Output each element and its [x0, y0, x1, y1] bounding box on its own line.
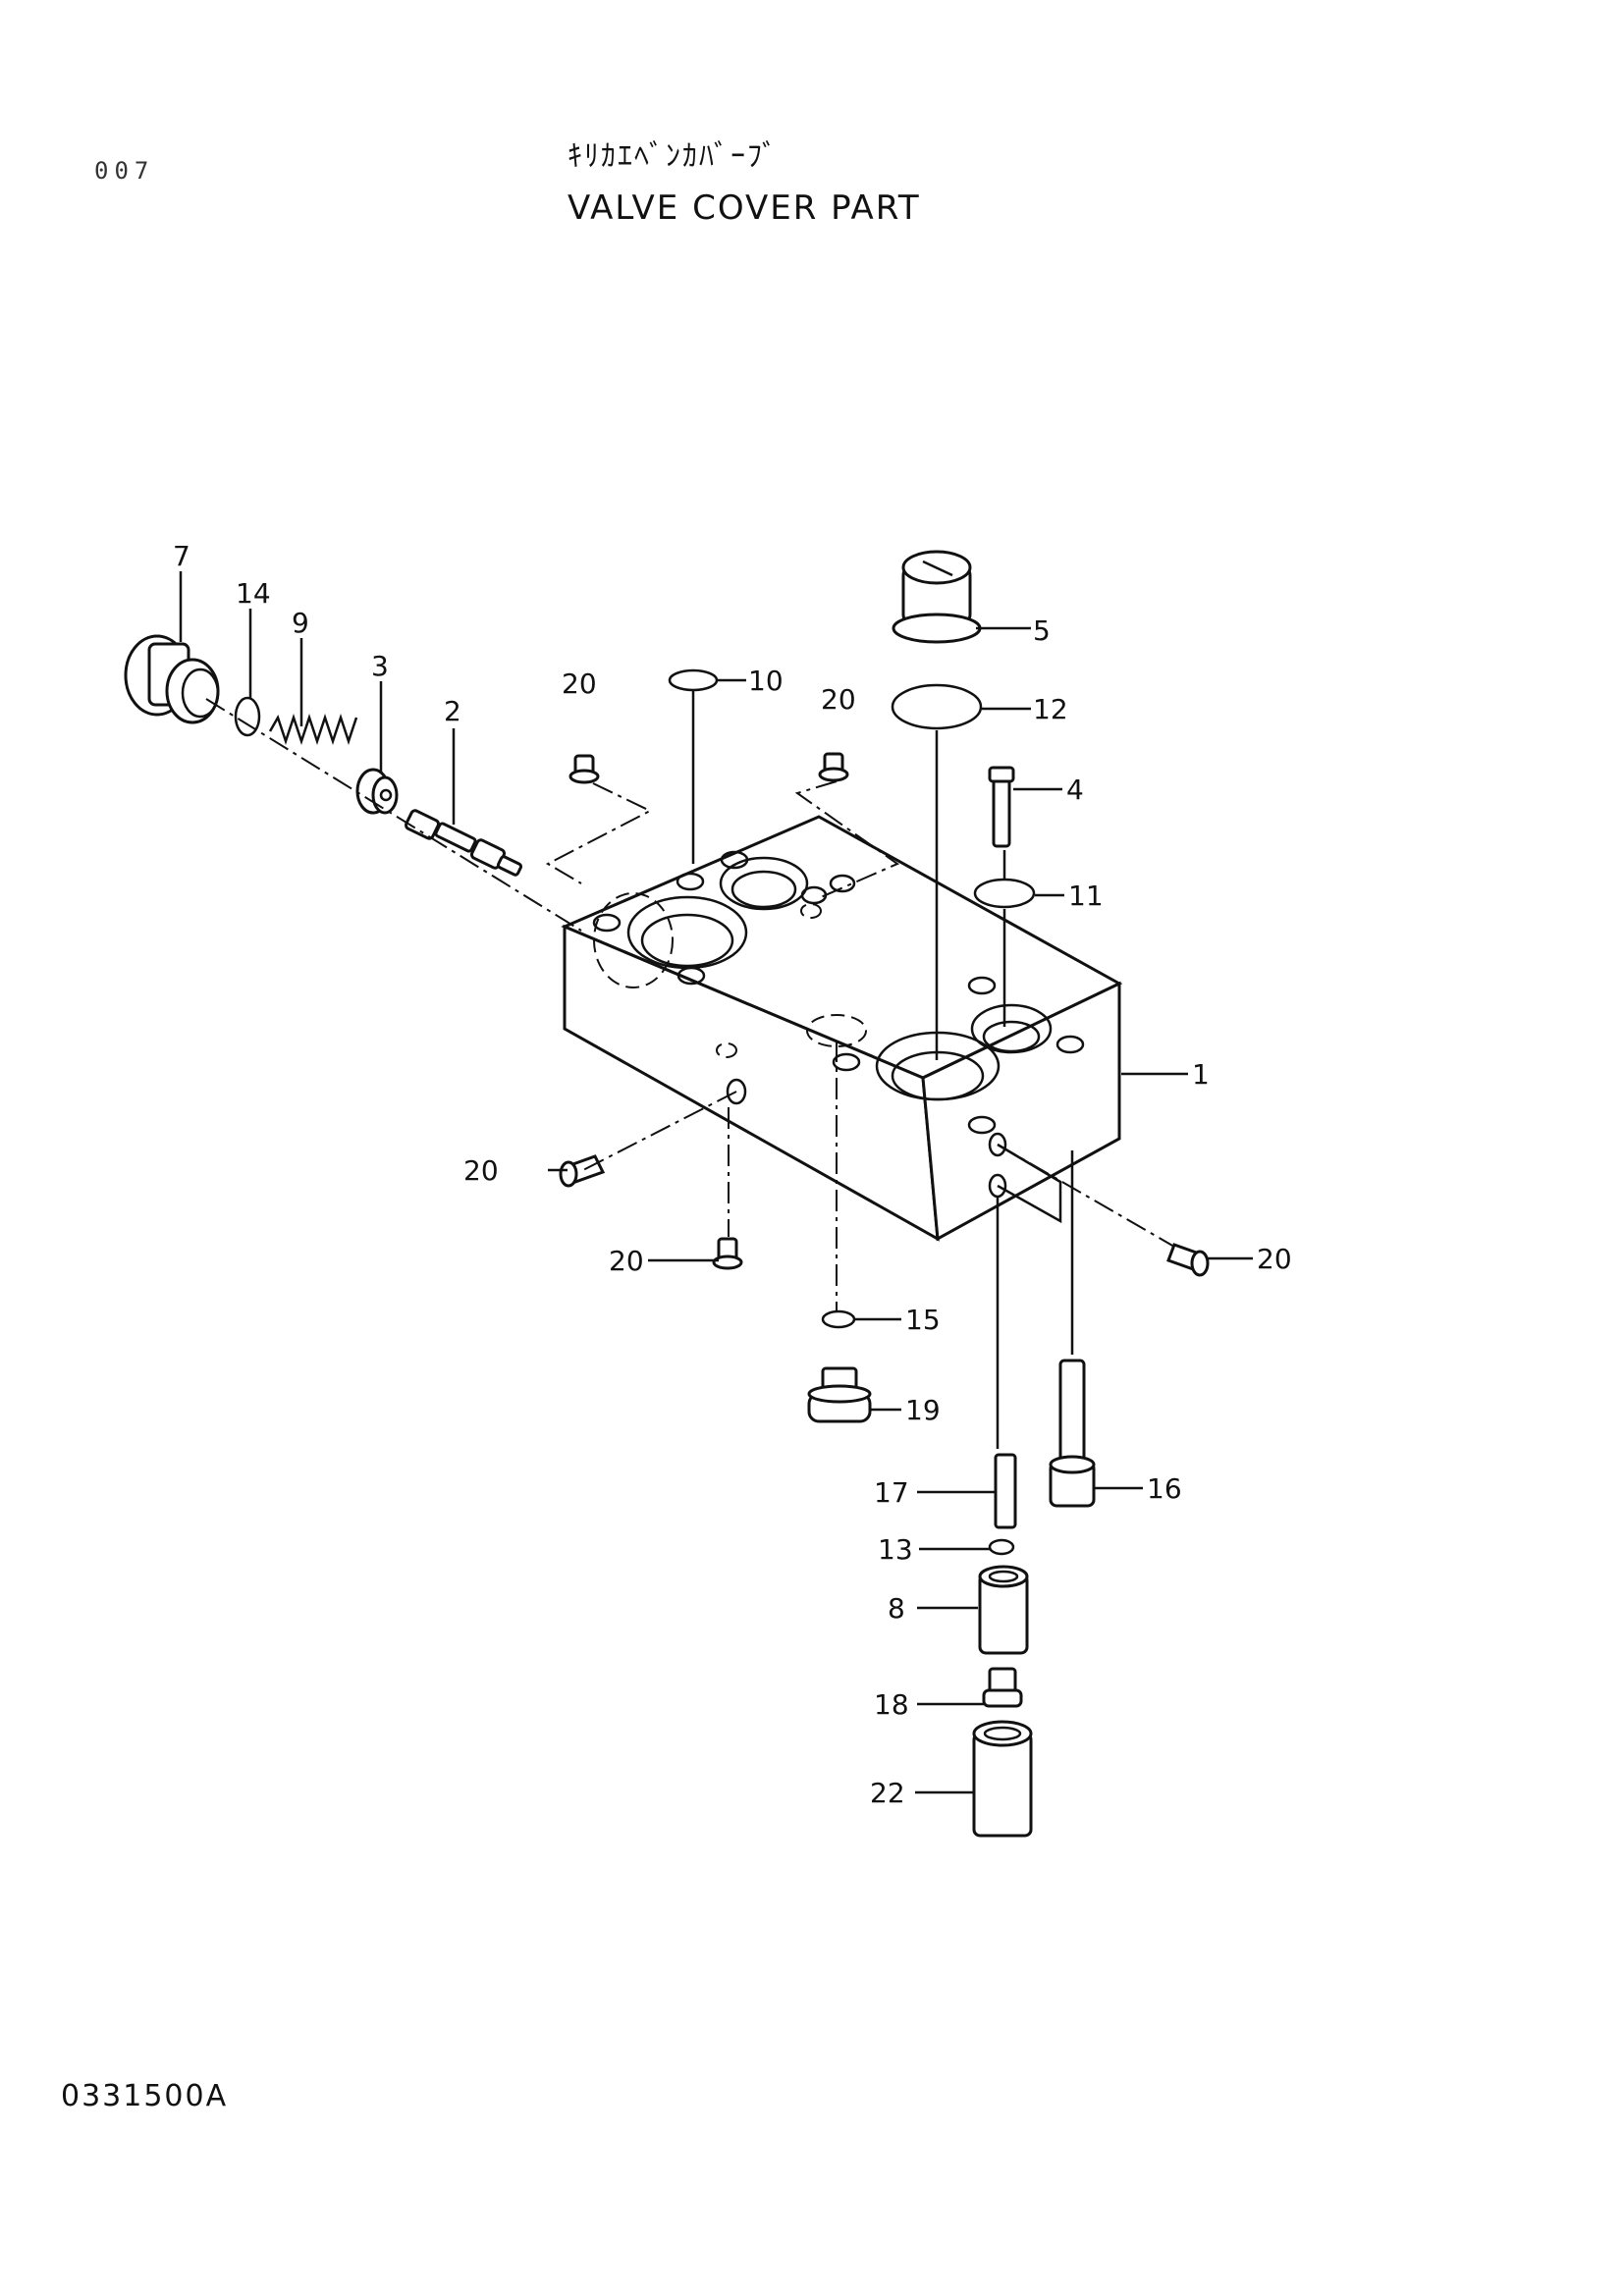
callout-4: 4 — [1066, 774, 1084, 806]
part-9-spring — [268, 714, 358, 745]
callout-19: 19 — [905, 1394, 941, 1426]
callout-12: 12 — [1033, 693, 1068, 725]
part-19-plug — [807, 1366, 872, 1423]
callout-11: 11 — [1068, 880, 1104, 912]
page-title: VALVE COVER PART — [568, 188, 921, 228]
callout-labels: 7 14 9 3 2 20 10 20 5 12 4 11 1 20 20 20… — [173, 540, 1292, 1809]
callout-8: 8 — [888, 1592, 905, 1625]
callout-7: 7 — [173, 540, 190, 572]
part-12-o-ring — [891, 683, 983, 730]
callout-15: 15 — [905, 1304, 941, 1336]
callout-10: 10 — [748, 665, 784, 697]
title-japanese: ｷﾘｶｴﾍﾞﾝｶﾊﾞｰﾌﾞ — [568, 139, 779, 174]
part-13-o-ring — [988, 1538, 1015, 1556]
part-11-o-ring — [973, 878, 1036, 909]
callout-3: 3 — [371, 650, 389, 682]
callout-18: 18 — [874, 1688, 909, 1721]
part-18-plug — [982, 1667, 1023, 1708]
callout-5: 5 — [1033, 614, 1051, 647]
part-7-plug — [124, 634, 220, 724]
callout-2: 2 — [444, 695, 461, 727]
callout-16: 16 — [1147, 1472, 1182, 1505]
part-2-poppet — [404, 809, 523, 877]
callout-20-right: 20 — [1257, 1243, 1292, 1275]
part-14-o-ring — [234, 696, 261, 737]
callout-13: 13 — [878, 1533, 913, 1566]
callout-20-bottom: 20 — [609, 1245, 644, 1277]
leader-lines — [179, 571, 1253, 1794]
part-4-pin — [988, 766, 1015, 848]
part-15-o-ring — [821, 1309, 856, 1329]
callout-20-top-left: 20 — [562, 667, 597, 700]
part-17-stud — [994, 1453, 1017, 1529]
part-22-collar — [972, 1720, 1033, 1838]
callout-1: 1 — [1192, 1058, 1210, 1091]
part-8-sleeve — [978, 1565, 1029, 1655]
assembly-lines — [205, 691, 1175, 1449]
part-16-bolt — [1049, 1359, 1096, 1508]
callout-9: 9 — [292, 607, 309, 639]
valve-cover-block — [561, 815, 1123, 1242]
callout-17: 17 — [874, 1476, 909, 1509]
callout-22: 22 — [870, 1777, 905, 1809]
drawing-number: 0331500A — [61, 2079, 229, 2113]
part-10-o-ring — [668, 668, 719, 692]
callout-14: 14 — [236, 577, 271, 610]
callout-20-top-right: 20 — [821, 683, 856, 716]
part-3-seat — [355, 768, 399, 815]
callout-20-left: 20 — [463, 1154, 499, 1187]
part-5-plug — [892, 550, 982, 644]
page-code: 007 — [94, 157, 155, 185]
